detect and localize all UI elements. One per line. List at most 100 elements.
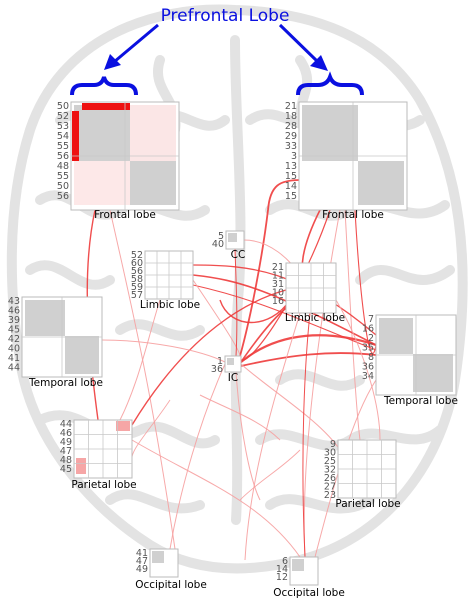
row-tick-label: 60 (131, 258, 143, 269)
row-tick-label: 8 (368, 352, 374, 363)
row-tick-label: 28 (285, 121, 297, 132)
label-cc: CC (231, 249, 246, 261)
connection-edge-17[interactable] (169, 363, 226, 550)
row-tick-label: 36 (362, 362, 374, 373)
row-tick-label: 41 (136, 548, 148, 559)
module-parietal-lobe-left[interactable] (73, 419, 133, 479)
row-tick-label: 15 (285, 191, 297, 202)
connection-edge-24[interactable] (101, 339, 226, 363)
module-occipital-lobe-left[interactable] (149, 548, 179, 578)
label-limbic-lobe-left: Limbic lobe (140, 299, 200, 311)
connection-edge-14[interactable] (240, 352, 377, 367)
row-tick-label: 16 (272, 296, 284, 307)
connection-edge-2[interactable] (239, 179, 301, 357)
module-temporal-lobe-left[interactable] (21, 296, 103, 378)
row-tick-label: 21 (285, 101, 297, 112)
connection-edge-11[interactable] (192, 279, 241, 357)
brain-fold-11 (115, 319, 365, 391)
row-tick-label: 54 (57, 131, 69, 142)
row-tick-label: 48 (57, 161, 69, 172)
row-tick-label: 31 (272, 279, 284, 290)
row-tick-label: 25 (324, 456, 336, 467)
connection-edge-12[interactable] (131, 289, 287, 426)
row-tick-label: 9 (330, 439, 336, 450)
row-tick-label: 14 (276, 564, 288, 575)
row-tick-label: 53 (57, 121, 69, 132)
connection-edge-4[interactable] (303, 209, 341, 558)
row-tick-label: 56 (131, 266, 143, 277)
label-parietal-lobe-left: Parietal lobe (71, 479, 136, 491)
row-tick-label: 18 (285, 111, 297, 122)
connection-edge-25[interactable] (234, 248, 238, 357)
row-tick-label: 23 (324, 490, 336, 501)
row-tick-label: 55 (57, 171, 69, 182)
connection-edge-20[interactable] (244, 312, 301, 561)
row-tick-label: 46 (60, 428, 72, 439)
module-cc[interactable] (225, 230, 245, 250)
connection-edge-9[interactable] (192, 264, 377, 336)
connection-edge-18[interactable] (235, 371, 261, 501)
row-tick-label: 13 (285, 161, 297, 172)
module-temporal-lobe-right[interactable] (375, 314, 457, 396)
connection-edge-27[interactable] (119, 299, 161, 421)
module-frontal-lobe-right[interactable] (298, 101, 408, 211)
connection-edge-21[interactable] (335, 299, 381, 441)
row-tick-label: 26 (324, 473, 336, 484)
brain-fold-7 (35, 410, 220, 449)
row-tick-label: 40 (212, 239, 224, 250)
connection-edge-19[interactable] (302, 312, 311, 558)
row-tick-label: 50 (57, 101, 69, 112)
module-frontal-lobe-left[interactable] (70, 101, 180, 211)
connection-edge-13[interactable] (240, 334, 377, 363)
row-tick-label: 21 (272, 262, 284, 273)
row-tick-label: 30 (324, 448, 336, 459)
row-tick-label: 48 (60, 455, 72, 466)
module-ic[interactable] (224, 355, 242, 373)
row-tick-label: 36 (211, 364, 223, 375)
row-tick-label: 44 (8, 363, 20, 374)
row-tick-label: 57 (131, 290, 143, 301)
row-tick-label: 16 (362, 324, 374, 335)
row-tick-label: 45 (60, 464, 72, 475)
label-parietal-lobe-right: Parietal lobe (335, 498, 400, 510)
row-tick-label: 14 (285, 181, 297, 192)
label-ic: IC (228, 372, 238, 384)
row-tick-label: 5 (218, 231, 224, 242)
module-occipital-lobe-right[interactable] (289, 556, 319, 586)
row-tick-label: 56 (57, 191, 69, 202)
left-brace-arrow-icon (70, 23, 159, 96)
row-tick-label: 44 (60, 419, 72, 430)
row-tick-label: 27 (324, 482, 336, 493)
row-tick-label: 59 (131, 282, 143, 293)
brain-fold-1 (230, 35, 246, 525)
connection-edge-29[interactable] (199, 394, 281, 441)
row-tick-label: 43 (8, 296, 20, 307)
row-tick-label: 32 (324, 465, 336, 476)
row-tick-label: 45 (8, 325, 20, 336)
row-tick-label: 47 (136, 556, 148, 567)
row-tick-label: 10 (272, 288, 284, 299)
row-tick-label: 2 (368, 333, 374, 344)
connection-edge-1[interactable] (109, 209, 176, 550)
row-tick-label: 47 (60, 446, 72, 457)
module-limbic-lobe-right[interactable] (285, 262, 337, 314)
row-tick-label: 41 (8, 353, 20, 364)
brain-fold-0 (6, 4, 468, 574)
label-temporal-lobe-right: Temporal lobe (383, 395, 458, 407)
row-tick-label: 7 (368, 314, 374, 325)
connection-edge-5[interactable] (354, 209, 377, 354)
label-temporal-lobe-left: Temporal lobe (28, 377, 103, 389)
row-tick-label: 34 (362, 371, 374, 382)
connection-edge-8[interactable] (192, 274, 377, 346)
connection-edge-28[interactable] (219, 299, 291, 324)
connection-edge-16[interactable] (240, 363, 341, 451)
diagram-title: Prefrontal Lobe (161, 6, 290, 26)
connection-edge-22[interactable] (131, 439, 301, 558)
row-tick-label: 42 (8, 334, 20, 345)
connection-edge-31[interactable] (239, 449, 301, 501)
row-tick-label: 55 (57, 141, 69, 152)
module-parietal-lobe-right[interactable] (337, 439, 397, 499)
row-tick-labels: 5052535455564855505621182829333131514155… (8, 101, 374, 583)
module-limbic-lobe-left[interactable] (144, 250, 194, 300)
connection-edge-6[interactable] (344, 209, 361, 441)
